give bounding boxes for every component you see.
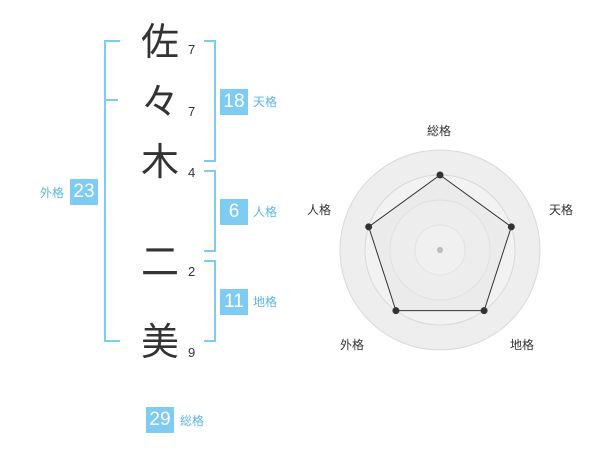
radar-axis-label-jinkaku: 人格 <box>307 203 332 217</box>
chikaku-label: 地格 <box>253 295 278 309</box>
gaikaku-bracket <box>104 40 120 342</box>
radar-axis-label-soukaku: 総格 <box>427 124 452 138</box>
tenkaku-score: 18 <box>220 89 248 115</box>
radar-point-5 <box>365 223 373 231</box>
gaikaku-score: 23 <box>70 179 98 205</box>
soukaku-score: 29 <box>146 407 174 433</box>
jinkaku-bracket <box>204 170 216 252</box>
radar-axis-label-tenkaku: 天格 <box>549 203 574 217</box>
radar-axis-label-gaikaku: 外格 <box>340 338 365 352</box>
radar-point-4 <box>392 307 400 315</box>
stroke-count-2: 7 <box>188 104 196 119</box>
radar-chart <box>339 149 541 351</box>
stroke-count-5: 9 <box>188 345 196 360</box>
stroke-count-1: 7 <box>188 42 196 57</box>
chikaku-bracket <box>204 260 216 342</box>
jinkaku-label: 人格 <box>253 205 278 219</box>
gaikaku-label: 外格 <box>40 186 65 200</box>
name-char-2: 々 <box>140 80 179 124</box>
gaikaku-bracket-tick <box>104 99 118 101</box>
stroke-count-3: 4 <box>188 165 196 180</box>
stroke-count-4: 2 <box>188 264 196 279</box>
tenkaku-bracket <box>204 40 216 162</box>
radar-point-1 <box>436 171 444 179</box>
radar-data-polygon <box>368 174 512 312</box>
chikaku-score: 11 <box>220 289 248 315</box>
radar-center-dot <box>437 247 443 253</box>
tenkaku-label: 天格 <box>253 95 278 109</box>
name-char-4: 二 <box>140 240 179 284</box>
jinkaku-score: 6 <box>220 199 248 225</box>
name-char-3: 木 <box>140 140 179 184</box>
soukaku-label: 総格 <box>180 414 205 428</box>
radar-point-3 <box>480 307 488 315</box>
radar-axis-label-chikaku: 地格 <box>510 338 535 352</box>
name-char-1: 佐 <box>140 20 179 64</box>
radar-point-2 <box>507 223 515 231</box>
name-char-5: 美 <box>140 320 179 364</box>
